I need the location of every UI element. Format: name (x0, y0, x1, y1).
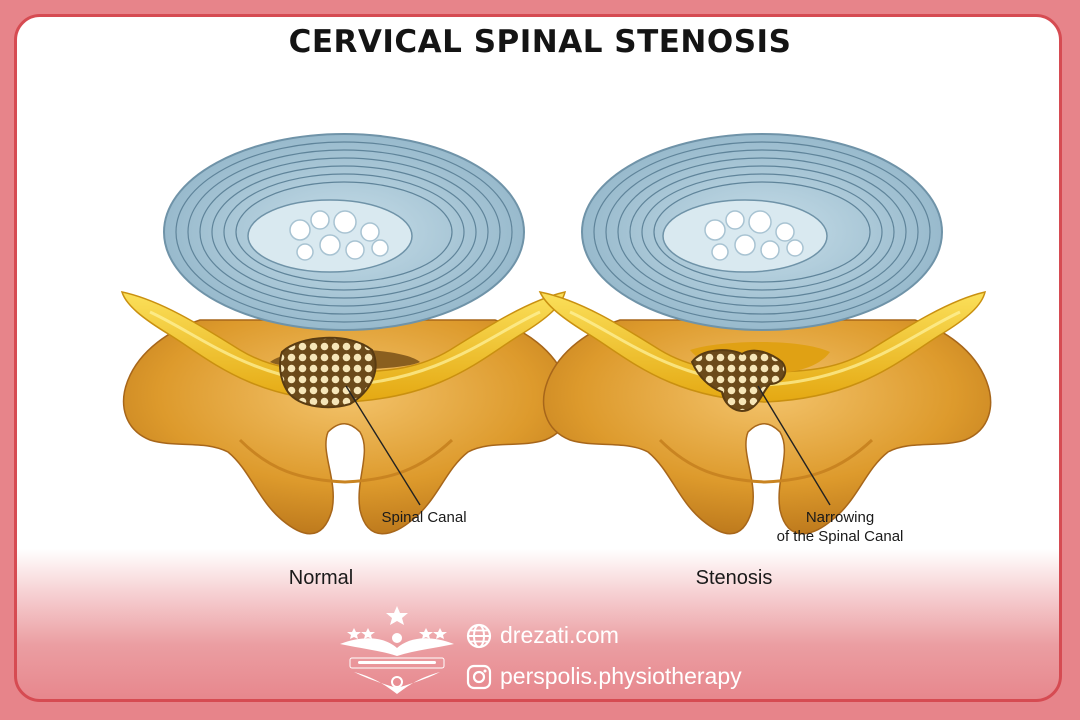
normal-spinal-cord (279, 336, 377, 409)
instagram-handle[interactable]: perspolis.physiotherapy (500, 663, 742, 689)
globe-icon (466, 623, 492, 649)
normal-callout-line (345, 385, 421, 506)
normal-ligament (120, 291, 567, 403)
normal-disc (163, 133, 525, 331)
stenosis-callout-label-line1: Narrowing (806, 509, 874, 526)
website-link[interactable]: drezati.com (500, 622, 619, 648)
perspolis-logo (340, 606, 454, 694)
stenosis-spinal-cord (690, 349, 787, 412)
stenosis-vertebra (538, 133, 992, 535)
normal-caption: Normal (289, 567, 353, 589)
instagram-icon (466, 664, 492, 690)
stenosis-ligament (538, 290, 987, 403)
stenosis-callout-line (757, 385, 831, 506)
stenosis-callout-label-line2: of the Spinal Canal (777, 528, 904, 545)
normal-callout-label: Spinal Canal (381, 509, 466, 526)
stenosis-disc (581, 133, 943, 331)
stenosis-caption: Stenosis (696, 567, 773, 589)
normal-vertebra (120, 133, 572, 535)
page-title: CERVICAL SPINAL STENOSIS (288, 24, 792, 60)
